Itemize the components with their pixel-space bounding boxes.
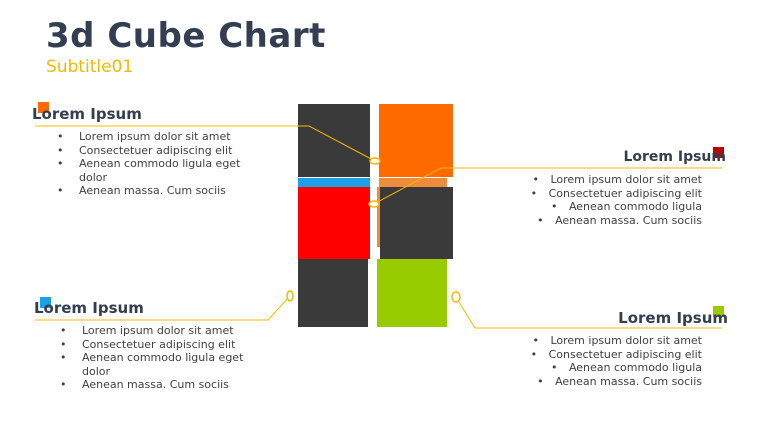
list-item: •Lorem ipsum dolor sit amet	[532, 334, 702, 347]
list-bottom-right: •Lorem ipsum dolor sit amet •Consectetue…	[482, 334, 702, 388]
cube-block-orange-top-right	[379, 104, 453, 177]
cube-block-red	[298, 187, 370, 259]
list-item: Consectetuer adipiscing elit	[60, 338, 260, 352]
list-item: Aenean massa. Cum sociis	[57, 184, 257, 198]
connector-dot-bottom-left	[286, 290, 294, 302]
page-subtitle: Subtitle01	[46, 57, 134, 77]
list-item: Consectetuer adipiscing elit	[57, 144, 257, 158]
list-top-left: Lorem ipsum dolor sit amet Consectetuer …	[57, 130, 257, 198]
connector-dot-bottom-right	[451, 291, 461, 303]
connector-dot-top-right	[368, 200, 380, 208]
cube-block-dark-bottom-left	[298, 259, 368, 327]
heading-top-right: Lorem Ipsum	[623, 149, 726, 165]
list-top-right: •Lorem ipsum dolor sit amet •Consectetue…	[482, 173, 702, 227]
list-item: •Aenean massa. Cum sociis	[537, 374, 702, 388]
list-item: •Aenean massa. Cum sociis	[537, 213, 702, 227]
marker-bottom-right	[713, 306, 724, 317]
list-item: Aenean commodo ligula eget dolor	[60, 351, 260, 378]
heading-bottom-right: Lorem Ipsum	[618, 309, 728, 327]
connector-dot-top-left	[369, 157, 381, 165]
marker-top-left	[38, 102, 49, 113]
page-title: 3d Cube Chart	[46, 16, 326, 56]
cube-block-dark-top-left	[298, 104, 370, 177]
bullet-icon: •	[550, 361, 558, 374]
list-item: Lorem ipsum dolor sit amet	[60, 324, 260, 338]
marker-bottom-left	[40, 297, 51, 308]
list-item: Aenean commodo ligula eget dolor	[57, 157, 257, 184]
list-bottom-left: Lorem ipsum dolor sit amet Consectetuer …	[60, 324, 260, 392]
connector-bottom-left	[35, 295, 291, 321]
connector-top-right	[373, 167, 722, 205]
bullet-icon: •	[537, 213, 544, 227]
bullet-icon: •	[532, 334, 539, 347]
list-item: •Aenean commodo ligula	[550, 361, 702, 374]
list-item: •Consectetuer adipiscing elit	[530, 186, 702, 200]
bullet-icon: •	[530, 186, 538, 200]
list-item: Lorem ipsum dolor sit amet	[57, 130, 257, 144]
list-item: •Lorem ipsum dolor sit amet	[532, 173, 702, 186]
cube-block-green	[377, 259, 447, 327]
list-item: Aenean massa. Cum sociis	[60, 378, 260, 392]
heading-bottom-left: Lorem Ipsum	[34, 299, 144, 317]
connector-bottom-right	[455, 296, 722, 329]
list-item: •Consectetuer adipiscing elit	[530, 347, 702, 361]
marker-top-right	[713, 147, 724, 158]
connector-top-left	[35, 125, 376, 162]
heading-top-left: Lorem Ipsum	[32, 105, 142, 123]
list-item: •Aenean commodo ligula	[550, 200, 702, 213]
bullet-icon: •	[532, 173, 539, 186]
bullet-icon: •	[537, 374, 544, 388]
cube-edge-orange	[377, 187, 380, 247]
cube-block-dark-mid-right	[380, 187, 453, 259]
cube-strip-blue	[298, 178, 370, 187]
bullet-icon: •	[550, 200, 558, 213]
bullet-icon: •	[530, 347, 538, 361]
